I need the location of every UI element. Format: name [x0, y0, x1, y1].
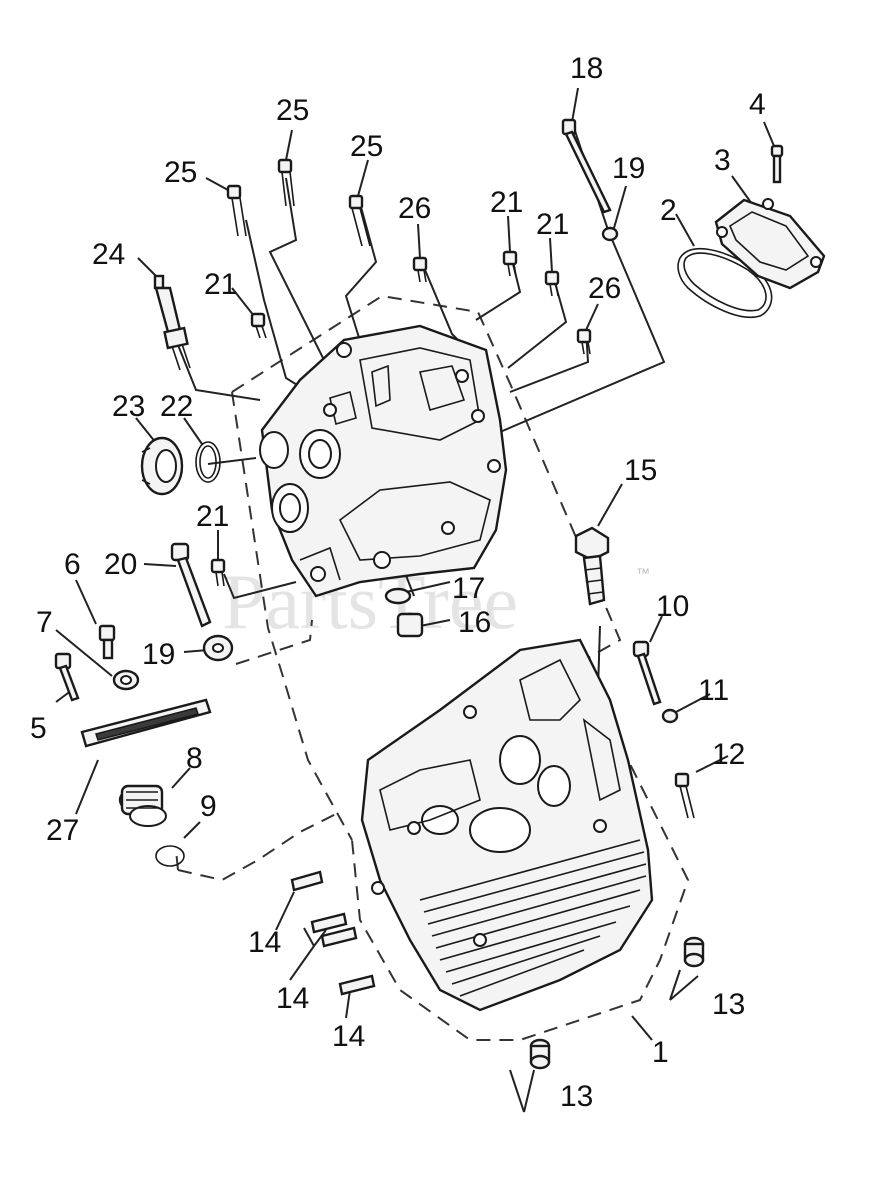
callout-21-c: 21	[204, 268, 237, 301]
long-bolt-18	[561, 118, 612, 214]
callout-25-b: 25	[164, 156, 197, 189]
callout-17: 17	[452, 572, 485, 605]
callout-11: 11	[698, 674, 729, 707]
cover-bolt-4	[770, 144, 784, 184]
assembly-outline-lower	[175, 619, 690, 1041]
bolt-21-a	[502, 250, 518, 277]
callout-16: 16	[458, 606, 491, 639]
washer-17	[384, 587, 412, 605]
washer-19-lower	[202, 634, 234, 662]
callout-19-upper: 19	[612, 152, 645, 185]
callout-2: 2	[660, 194, 677, 227]
callout-3: 3	[714, 144, 731, 177]
washer-11	[661, 708, 679, 724]
callout-5: 5	[30, 712, 47, 745]
o-ring-22	[195, 441, 221, 483]
bolt-5	[54, 652, 80, 702]
callout-20: 20	[104, 548, 137, 581]
bolt-10	[632, 640, 662, 706]
cover-gasket-2	[677, 247, 773, 318]
head-bolt-25-b	[226, 184, 247, 237]
washer-19-upper	[601, 226, 619, 242]
callout-26-lower: 26	[588, 272, 621, 305]
callout-18: 18	[570, 52, 603, 85]
drain-plug-15	[574, 526, 610, 606]
bolt-6	[98, 624, 116, 660]
callout-23: 23	[112, 390, 145, 423]
callout-21-d: 21	[196, 500, 229, 533]
gasket-27	[80, 698, 212, 748]
callout-14-b: 14	[276, 982, 309, 1015]
callout-26-upper: 26	[398, 192, 431, 225]
callout-13-right: 13	[712, 988, 745, 1021]
callout-15: 15	[624, 454, 657, 487]
callout-21-b: 21	[536, 208, 569, 241]
callout-labels: 18 4 3 19 2 25 25 25 26 21 21 24 21 26 2…	[30, 52, 766, 1113]
bolt-12	[674, 772, 695, 819]
dowel-13-right	[683, 936, 705, 968]
bolt-21-d	[210, 558, 226, 587]
callout-14-a: 14	[248, 926, 281, 959]
callout-6: 6	[64, 548, 81, 581]
bolt-26-upper	[412, 256, 428, 283]
filler-cap-23	[140, 436, 184, 496]
plug-16	[396, 612, 424, 638]
head-bolt-25-a	[277, 158, 295, 207]
head-bolt-25-c	[348, 194, 371, 247]
callout-25-a: 25	[276, 94, 309, 127]
callout-10: 10	[656, 590, 689, 623]
nut-7	[112, 669, 140, 691]
stud-14-c	[338, 974, 376, 996]
bolt-21-c	[250, 312, 267, 339]
callout-24: 24	[92, 238, 125, 271]
callout-13-lower: 13	[560, 1080, 593, 1113]
assembly-outline-upper	[231, 294, 622, 841]
callout-4: 4	[749, 88, 766, 121]
callout-8: 8	[186, 742, 203, 775]
camshaft-housing	[259, 324, 508, 598]
bolt-26-lower	[576, 328, 592, 355]
callout-9: 9	[200, 790, 217, 823]
callout-19-lower: 19	[142, 638, 175, 671]
callout-22: 22	[160, 390, 193, 423]
valve-cover-3	[714, 198, 826, 290]
callout-21-a: 21	[490, 186, 523, 219]
callout-27: 27	[46, 814, 79, 847]
watermark-tm: ™	[636, 565, 650, 581]
callout-14-c: 14	[332, 1020, 365, 1053]
callout-12: 12	[712, 738, 745, 771]
callout-1: 1	[652, 1036, 669, 1069]
spark-plug-24	[153, 274, 191, 371]
plug-8	[118, 784, 167, 827]
o-ring-9	[155, 845, 185, 867]
callout-7: 7	[36, 606, 53, 639]
dowel-13-lower	[529, 1038, 551, 1070]
bolt-21-b	[544, 270, 560, 297]
stud-14-a	[290, 870, 324, 892]
callout-25-c: 25	[350, 130, 383, 163]
bolt-20	[170, 542, 212, 628]
stud-14-b	[310, 912, 358, 948]
cylinder-head-1	[360, 638, 654, 1012]
